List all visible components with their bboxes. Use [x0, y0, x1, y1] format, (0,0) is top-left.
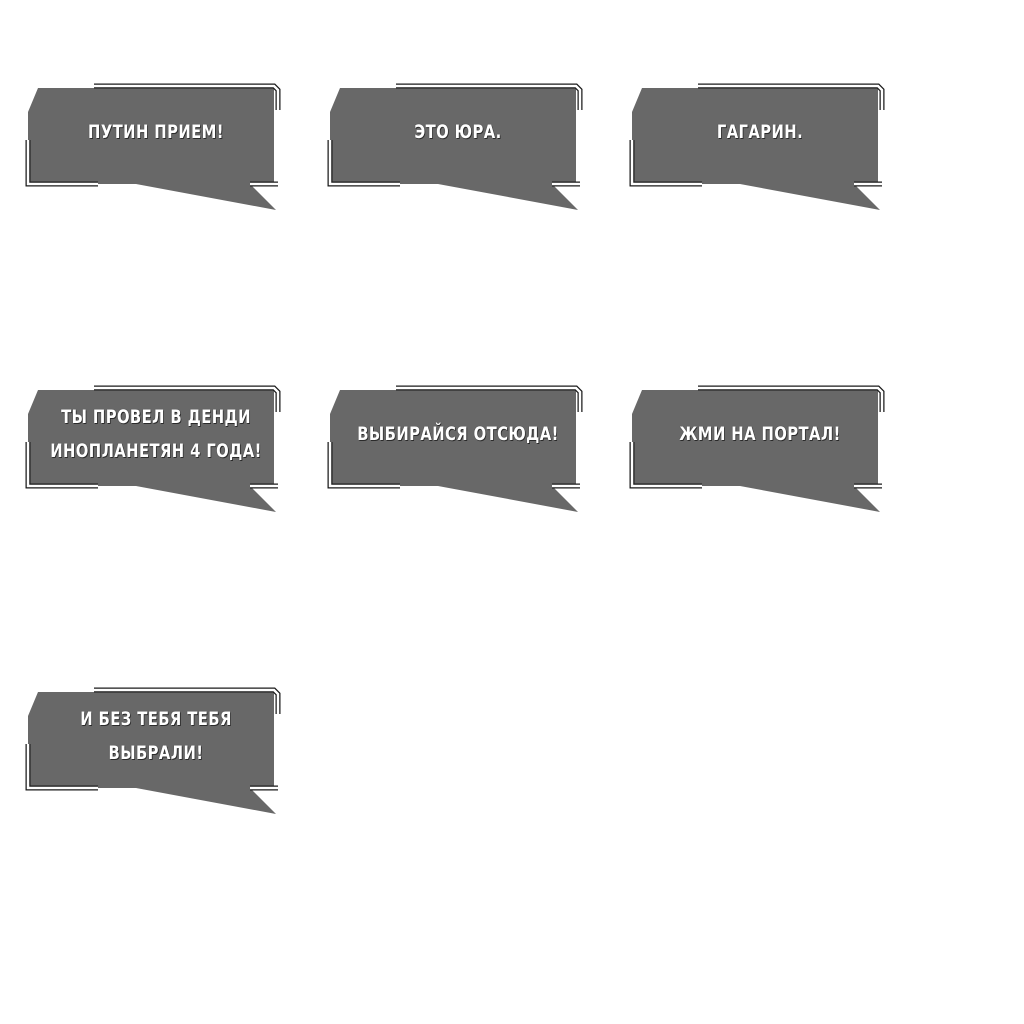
speech-bubble: Это Юра. [326, 83, 583, 212]
bubble-line: Путин прием! [88, 121, 224, 143]
speech-bubble: Ты провел в Денди инопланетян 4 года! [24, 385, 281, 514]
bubble-line: И без тебя тебя [80, 708, 232, 730]
bubble-text: Ты провел в Денди инопланетян 4 года! [50, 386, 261, 482]
speech-bubble: Путин прием! [24, 83, 281, 212]
bubble-text: И без тебя тебя выбрали! [64, 688, 248, 784]
speech-bubble-shape [629, 83, 885, 210]
bubble-line: Ты провел в Денди [61, 406, 251, 428]
speech-bubble-shape [327, 385, 583, 512]
bubble-line: Выбирайся отсюда! [357, 423, 559, 445]
speech-bubble-shape [25, 83, 281, 210]
bubble-text: Это Юра. [366, 84, 550, 180]
speech-bubble-shape [25, 385, 281, 512]
bubble-text: Гагарин. [668, 84, 852, 180]
bubble-line: Это Юра. [414, 121, 502, 143]
speech-bubble: Гагарин. [628, 83, 885, 212]
speech-bubble-shape [25, 687, 281, 814]
speech-bubble: И без тебя тебя выбрали! [24, 687, 281, 816]
bubble-line: инопланетян 4 года! [50, 440, 262, 462]
speech-bubble: Жми на портал! [628, 385, 885, 514]
bubble-line: Жми на портал! [679, 423, 841, 445]
speech-bubble: Выбирайся отсюда! [326, 385, 583, 514]
speech-bubble-shape [327, 83, 583, 210]
bubble-line: Гагарин. [716, 121, 804, 143]
bubble-text: Путин прием! [64, 84, 248, 180]
bubble-text: Выбирайся отсюда! [357, 386, 558, 482]
bubble-line: выбрали! [108, 742, 204, 764]
speech-bubble-shape [629, 385, 885, 512]
bubble-text: Жми на портал! [668, 386, 852, 482]
